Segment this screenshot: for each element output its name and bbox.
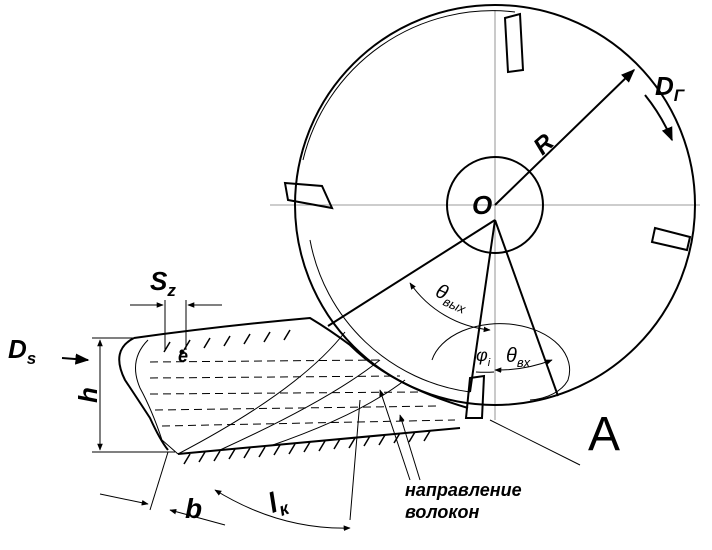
height-dimension — [92, 337, 175, 453]
point-e-label: e — [178, 346, 188, 366]
width-label: b — [185, 493, 202, 524]
contact-length-label: lк — [264, 484, 293, 523]
cutter-inner-rim — [309, 239, 471, 393]
rotation-arrow — [644, 94, 673, 142]
height-label: h — [73, 387, 103, 403]
fiber-direction-line2: волокон — [405, 502, 479, 522]
center-axes — [270, 10, 700, 420]
workpiece-top-edge — [133, 316, 469, 409]
theta-out-label: θвых — [431, 280, 472, 317]
feed-per-tooth-dimension — [130, 300, 222, 350]
workpiece-inner-edge — [135, 339, 179, 455]
bottom-hatches — [183, 430, 431, 465]
fiber-direction-line1: направление — [405, 480, 522, 500]
top-hatches — [163, 329, 291, 353]
radius-arrow — [494, 69, 636, 206]
theta-in-label: θвх — [506, 345, 531, 370]
tool-mark-curves — [177, 331, 406, 455]
workpiece — [118, 316, 469, 465]
feed-direction-arrow — [61, 353, 90, 365]
detail-a-circle — [431, 323, 571, 401]
width-dimension — [99, 451, 226, 526]
center-label: O — [472, 190, 492, 220]
feed-direction-label: Ds — [8, 334, 36, 368]
phi-label: φi — [476, 345, 491, 369]
tooth-top — [503, 12, 525, 74]
theta-out-arc — [409, 282, 491, 333]
radius-label: R — [528, 128, 559, 160]
fiber-direction-leaders — [379, 389, 421, 481]
cutter-upper-rim — [302, 10, 516, 161]
contact-length-dimension — [214, 399, 361, 531]
cutter-outer-circle — [294, 4, 696, 406]
workpiece-front-edge — [118, 337, 169, 451]
point-e-marker — [179, 349, 185, 355]
cutter-hub-circle — [446, 156, 544, 254]
detail-a-leader — [489, 419, 581, 466]
rotation-label: DГ — [655, 71, 686, 105]
theta-in-arc — [494, 359, 553, 373]
tooth-bottom — [464, 374, 486, 419]
milling-cutter — [294, 4, 696, 406]
fiber-hatching — [149, 359, 456, 427]
workpiece-bottom-edge — [177, 427, 461, 455]
tooth-right — [650, 226, 692, 252]
tooth-left — [283, 181, 334, 210]
feed-per-tooth-label: Sz — [150, 266, 176, 300]
detail-a-label: A — [588, 408, 620, 461]
cutter-teeth — [283, 12, 692, 419]
